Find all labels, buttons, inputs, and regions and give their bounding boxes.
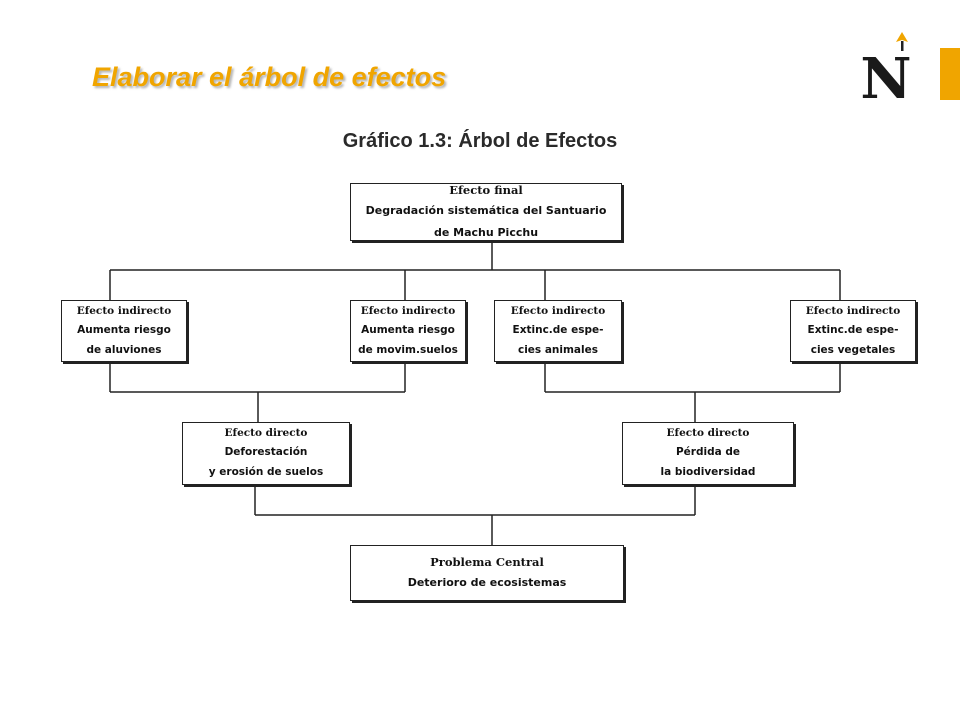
- indirect-effect-line: de aluviones: [86, 343, 162, 356]
- final-effect-box: Efecto final Degradación sistemática del…: [350, 183, 622, 241]
- direct-effect-header: Efecto directo: [666, 427, 750, 439]
- indirect-effect-box-2: Efecto indirecto Aumenta riesgo de movim…: [350, 300, 466, 362]
- central-problem-box: Problema Central Deterioro de ecosistema…: [350, 545, 624, 601]
- figure-caption: Gráfico 1.3: Árbol de Efectos: [0, 130, 960, 153]
- indirect-effect-box-1: Efecto indirecto Aumenta riesgo de aluvi…: [61, 300, 187, 362]
- indirect-effect-header: Efecto indirecto: [805, 304, 901, 317]
- direct-effect-line: Deforestación: [224, 446, 308, 458]
- indirect-effect-line: Extinc.de espe-: [512, 323, 604, 336]
- final-effect-line-2: de Machu Picchu: [433, 226, 539, 239]
- direct-effect-box-2: Efecto directo Pérdida de la biodiversid…: [622, 422, 794, 485]
- indirect-effect-header: Efecto indirecto: [76, 304, 172, 317]
- direct-effect-header: Efecto directo: [224, 427, 308, 439]
- indirect-effect-line: cies animales: [517, 343, 598, 356]
- indirect-effect-line: de movim.suelos: [358, 343, 458, 356]
- indirect-effect-header: Efecto indirecto: [360, 304, 456, 317]
- figure-caption-text: Gráfico 1.3: Árbol de Efectos: [342, 130, 618, 152]
- final-effect-header: Efecto final: [449, 183, 523, 197]
- indirect-effect-line: Extinc.de espe-: [807, 323, 899, 336]
- indirect-effect-line: Aumenta riesgo: [77, 323, 171, 336]
- university-logo: N: [862, 32, 912, 104]
- direct-effect-line: Pérdida de: [675, 446, 740, 458]
- logo-flame: [896, 32, 908, 42]
- direct-effect-line: y erosión de suelos: [208, 466, 324, 478]
- logo-letter: N: [862, 46, 912, 104]
- indirect-effect-header: Efecto indirecto: [510, 304, 606, 317]
- indirect-effect-line: cies vegetales: [810, 343, 896, 356]
- indirect-effect-box-4: Efecto indirecto Extinc.de espe- cies ve…: [790, 300, 916, 362]
- central-problem-header: Problema Central: [430, 555, 544, 569]
- indirect-effect-line: Aumenta riesgo: [361, 323, 455, 336]
- accent-bar: [940, 48, 960, 100]
- direct-effect-line: la biodiversidad: [660, 466, 756, 478]
- indirect-effect-box-3: Efecto indirecto Extinc.de espe- cies an…: [494, 300, 622, 362]
- slide-title: Elaborar el árbol de efectos: [92, 62, 447, 92]
- central-problem-line: Deterioro de ecosistemas: [407, 576, 567, 589]
- direct-effect-box-1: Efecto directo Deforestación y erosión d…: [182, 422, 350, 485]
- final-effect-line-1: Degradación sistemática del Santuario: [365, 204, 607, 217]
